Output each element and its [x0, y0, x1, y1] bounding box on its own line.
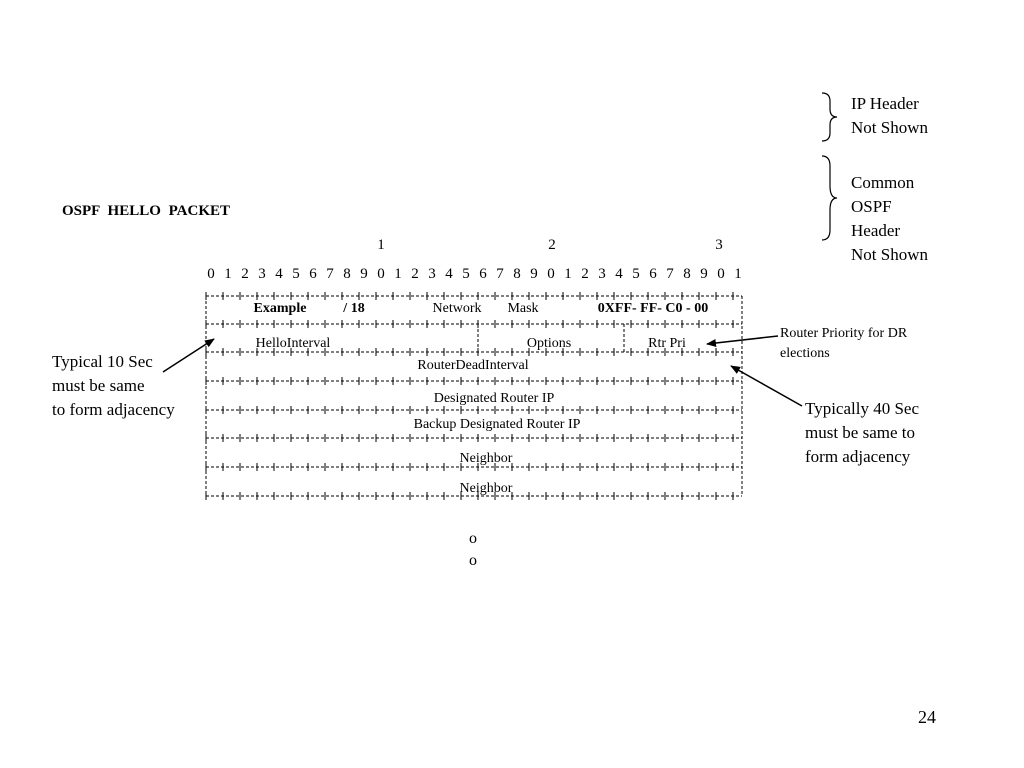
- bit-decade-label: 3: [715, 237, 723, 253]
- bit-decade-label: 1: [377, 237, 385, 253]
- continuation-dot: o: [469, 552, 477, 569]
- field-rtr-pri: Rtr Pri: [648, 336, 686, 351]
- bit-index-label: 4: [445, 266, 453, 282]
- diagram-title: OSPF HELLO PACKET: [62, 203, 231, 219]
- bit-index-label: 9: [530, 266, 538, 282]
- bit-index-label: 1: [564, 266, 572, 282]
- bit-index-label: 3: [428, 266, 436, 282]
- field-neighbor: Neighbor: [459, 481, 513, 496]
- bit-index-label: 2: [411, 266, 419, 282]
- bit-index-label: 3: [598, 266, 606, 282]
- bit-index-label: 5: [632, 266, 640, 282]
- bit-index-label: 5: [292, 266, 300, 282]
- bit-index-label: 1: [394, 266, 402, 282]
- field-router-dead-interval: RouterDeadInterval: [417, 358, 529, 373]
- bit-index-label: 6: [649, 266, 657, 282]
- field-network: Network: [432, 301, 482, 316]
- bit-index-label: 3: [258, 266, 266, 282]
- field-designated-router: Designated Router IP: [433, 391, 555, 406]
- dead-interval-note: Typically 40 Sec must be same to form ad…: [805, 399, 920, 466]
- field-neighbor: Neighbor: [459, 451, 513, 466]
- bit-index-label: 4: [275, 266, 283, 282]
- bit-index-label: 1: [224, 266, 232, 282]
- bit-index-label: 7: [496, 266, 504, 282]
- continuation-dot: o: [469, 530, 477, 547]
- field-mask: Mask: [507, 301, 539, 316]
- bit-index-label: 8: [683, 266, 691, 282]
- field-example: Example: [253, 301, 307, 316]
- field-hello-interval: HelloInterval: [255, 336, 331, 351]
- packet-grid-lines: [205, 292, 743, 500]
- bit-index-label: 2: [241, 266, 249, 282]
- bit-index-label: 1: [734, 266, 742, 282]
- hello-interval-arrow: [162, 338, 215, 373]
- ip-header-brace: [821, 92, 838, 142]
- bit-index-label: 0: [377, 266, 385, 282]
- router-priority-arrow: [706, 335, 779, 347]
- bit-index-label: 9: [360, 266, 368, 282]
- bit-index-label: 5: [462, 266, 470, 282]
- field-backup-designated-router: Backup Designated Router IP: [413, 417, 581, 432]
- page-number: 24: [918, 707, 936, 727]
- ip-header-note: IP Header Not Shown: [851, 94, 928, 137]
- bit-index-label: 0: [207, 266, 215, 282]
- bit-index-label: 7: [326, 266, 334, 282]
- bit-index-label: 6: [479, 266, 487, 282]
- bit-index-label: 2: [581, 266, 589, 282]
- dead-interval-arrow: [730, 365, 803, 407]
- bit-decade-label: 2: [548, 237, 556, 253]
- packet-format-box: Example / 18 Network Mask 0XFF- FF- C0 -…: [205, 296, 742, 500]
- bit-index-label: 4: [615, 266, 623, 282]
- continuation-dots: o o: [466, 528, 480, 572]
- common-header-note: Common OSPF Header Not Shown: [851, 173, 928, 264]
- bit-index-label: 0: [717, 266, 725, 282]
- router-priority-note: Router Priority for DR elections: [780, 326, 908, 361]
- bit-index-label: 7: [666, 266, 674, 282]
- common-header-brace: [821, 155, 838, 241]
- bit-index-label: 0: [547, 266, 555, 282]
- field-prefix-length: / 18: [343, 301, 365, 316]
- bit-index-label: 9: [700, 266, 708, 282]
- field-mask-value: 0XFF- FF- C0 - 00: [597, 301, 709, 316]
- field-options: Options: [526, 336, 572, 351]
- bit-index-label: 8: [513, 266, 521, 282]
- bit-index-label: 8: [343, 266, 351, 282]
- bit-index-label: 6: [309, 266, 317, 282]
- hello-interval-note: Typical 10 Sec must be same to form adja…: [52, 352, 175, 419]
